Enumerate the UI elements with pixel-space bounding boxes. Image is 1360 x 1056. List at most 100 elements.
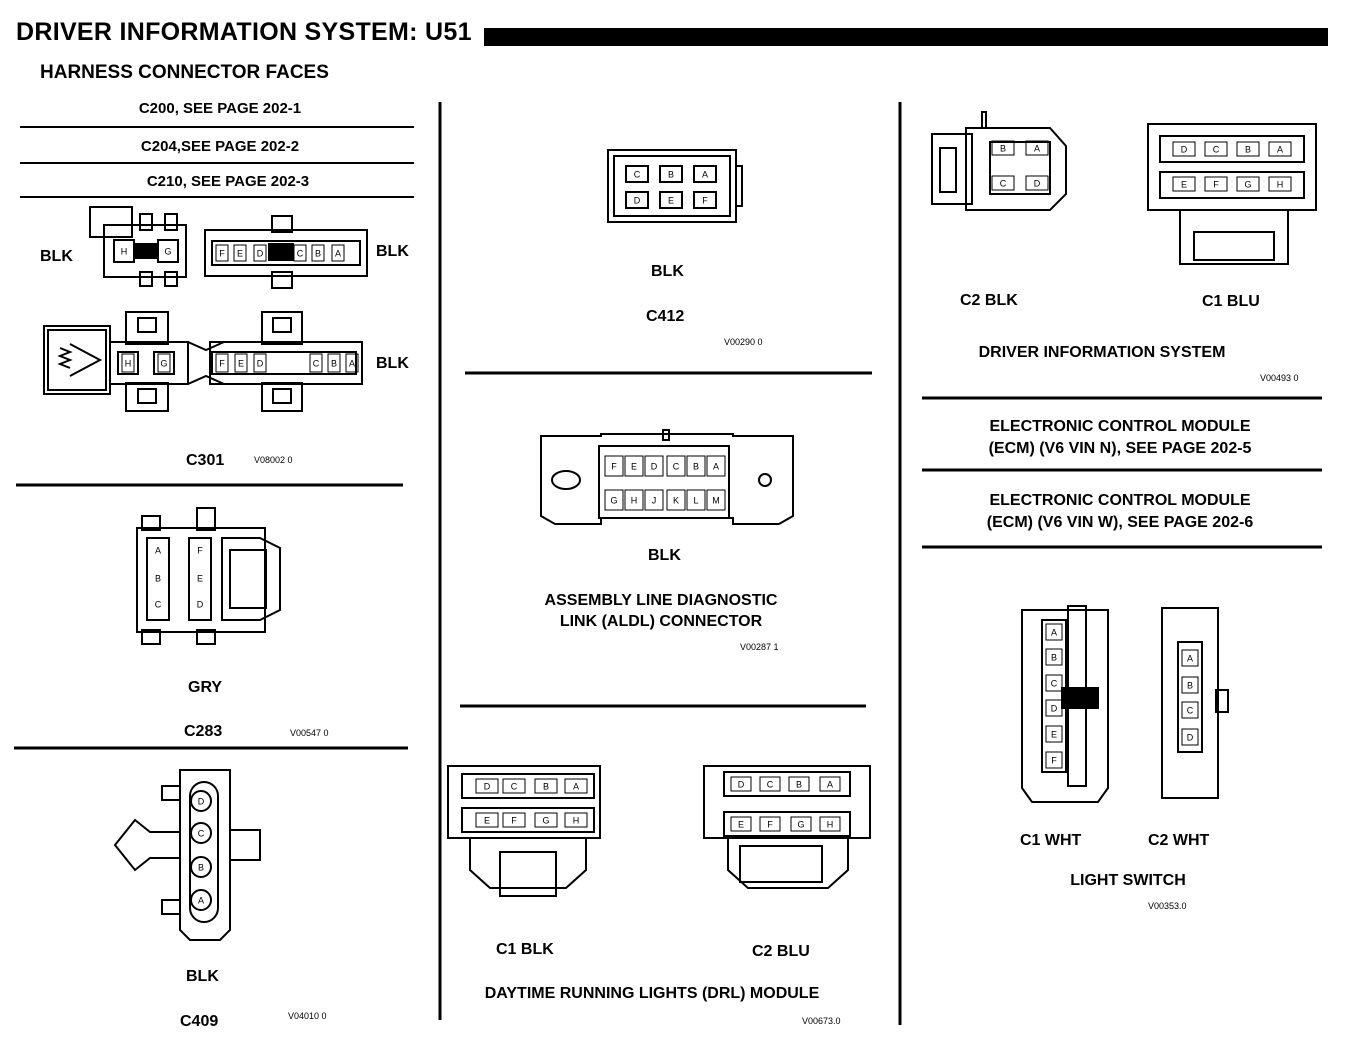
c409-code: V04010 0 <box>288 1011 327 1021</box>
pin-E: E <box>1172 176 1196 192</box>
drl-c2-connector <box>703 765 871 889</box>
pin-E: E <box>668 196 674 206</box>
pin-E: E <box>475 812 499 828</box>
svg-text:B: B <box>1051 653 1057 663</box>
pin-M: M <box>706 489 726 511</box>
pin-H: H <box>121 247 128 257</box>
c412-connector <box>607 149 743 223</box>
pin-C: C <box>293 244 307 262</box>
pin-D: D <box>644 455 664 477</box>
pin-A: A <box>155 546 161 556</box>
svg-text:H: H <box>827 820 834 830</box>
svg-text:F: F <box>1051 756 1057 766</box>
svg-text:D: D <box>197 600 204 610</box>
svg-text:M: M <box>712 496 720 506</box>
drl-c2-label: C2 BLU <box>752 943 810 960</box>
ecm-n-line1: ELECTRONIC CONTROL MODULE <box>989 418 1251 435</box>
pin-E: E <box>234 353 248 373</box>
svg-text:B: B <box>1000 144 1006 154</box>
pin-B: B <box>327 353 341 373</box>
pin-B: B <box>155 574 161 584</box>
pin-F: F <box>197 546 203 556</box>
c283-code: V00547 0 <box>290 728 329 738</box>
pin-E: E <box>624 455 644 477</box>
pin-A: A <box>345 353 359 373</box>
svg-text:C: C <box>1213 145 1220 155</box>
c412-name: C412 <box>646 308 685 325</box>
pin-B: B <box>534 778 558 794</box>
svg-text:D: D <box>738 780 745 790</box>
c283-color: GRY <box>188 679 223 696</box>
svg-text:F: F <box>702 196 708 206</box>
pin-G: G <box>790 816 812 832</box>
svg-text:F: F <box>767 820 773 830</box>
svg-text:A: A <box>349 359 355 369</box>
light-switch-c2-label: C2 WHT <box>1148 832 1210 849</box>
pin-C: C <box>759 776 781 792</box>
svg-text:D: D <box>257 249 264 259</box>
pin-A: A <box>1045 623 1063 641</box>
ecm-w-line2: (ECM) (V6 VIN W), SEE PAGE 202-6 <box>986 514 1254 531</box>
svg-text:A: A <box>1187 654 1193 664</box>
pin-A: A <box>1268 141 1292 157</box>
aldl-name-line2: LINK (ALDL) CONNECTOR <box>559 613 763 630</box>
pin-G: G <box>604 489 624 511</box>
pin-E: E <box>1045 725 1063 743</box>
pin-D: D <box>197 600 204 610</box>
pin-B: B <box>991 140 1015 156</box>
ref-c200: C200, SEE PAGE 202-1 <box>138 100 302 117</box>
ecm-n-line2: (ECM) (V6 VIN N), SEE PAGE 202-5 <box>988 440 1252 457</box>
svg-text:B: B <box>331 359 337 369</box>
svg-text:E: E <box>197 574 203 584</box>
svg-text:A: A <box>702 170 708 180</box>
svg-text:C: C <box>1000 179 1007 189</box>
c301-name: C301 <box>186 452 225 469</box>
ref-c210: C210, SEE PAGE 202-3 <box>146 173 310 190</box>
pin-A: A <box>198 896 204 906</box>
aldl-code: V00287 1 <box>740 642 779 652</box>
svg-text:C: C <box>297 249 304 259</box>
svg-text:E: E <box>668 196 674 206</box>
svg-text:B: B <box>668 170 674 180</box>
pin-A: A <box>564 778 588 794</box>
svg-text:E: E <box>237 249 243 259</box>
svg-text:J: J <box>652 496 657 506</box>
pin-C: C <box>155 600 162 610</box>
pin-G: G <box>1236 176 1260 192</box>
pin-D: D <box>634 196 641 206</box>
c409-name: C409 <box>180 1013 219 1030</box>
svg-text:H: H <box>573 816 580 826</box>
c301-color-right: BLK <box>376 243 409 260</box>
pin-D: D <box>475 778 499 794</box>
pin-C: C <box>1181 701 1199 719</box>
svg-text:H: H <box>121 247 128 257</box>
ref-c204: C204,SEE PAGE 202-2 <box>140 138 300 155</box>
pin-B: B <box>311 244 325 262</box>
c283-name: C283 <box>184 723 223 740</box>
svg-text:E: E <box>238 359 244 369</box>
svg-text:H: H <box>631 496 638 506</box>
pin-H: H <box>624 489 644 511</box>
drl-c1-label: C1 BLK <box>496 941 554 958</box>
pin-C: C <box>634 170 641 180</box>
c301-bottom-connector <box>43 311 363 412</box>
light-switch-code: V00353.0 <box>1148 901 1187 911</box>
pin-B: B <box>1181 676 1199 694</box>
svg-text:A: A <box>198 896 204 906</box>
light-switch-c1-connector <box>1021 605 1109 803</box>
drl-code: V00673.0 <box>802 1016 841 1026</box>
pin-H: H <box>1268 176 1292 192</box>
light-switch-name: LIGHT SWITCH <box>1070 872 1186 889</box>
svg-text:G: G <box>542 816 549 826</box>
pin-B: B <box>788 776 810 792</box>
svg-text:D: D <box>484 782 491 792</box>
pin-B: B <box>668 170 674 180</box>
svg-text:C: C <box>673 462 680 472</box>
svg-text:L: L <box>693 496 698 506</box>
svg-text:C: C <box>634 170 641 180</box>
svg-text:A: A <box>1034 144 1040 154</box>
svg-text:C: C <box>313 359 320 369</box>
svg-text:B: B <box>315 249 321 259</box>
c301-color-bottom: BLK <box>376 355 409 372</box>
